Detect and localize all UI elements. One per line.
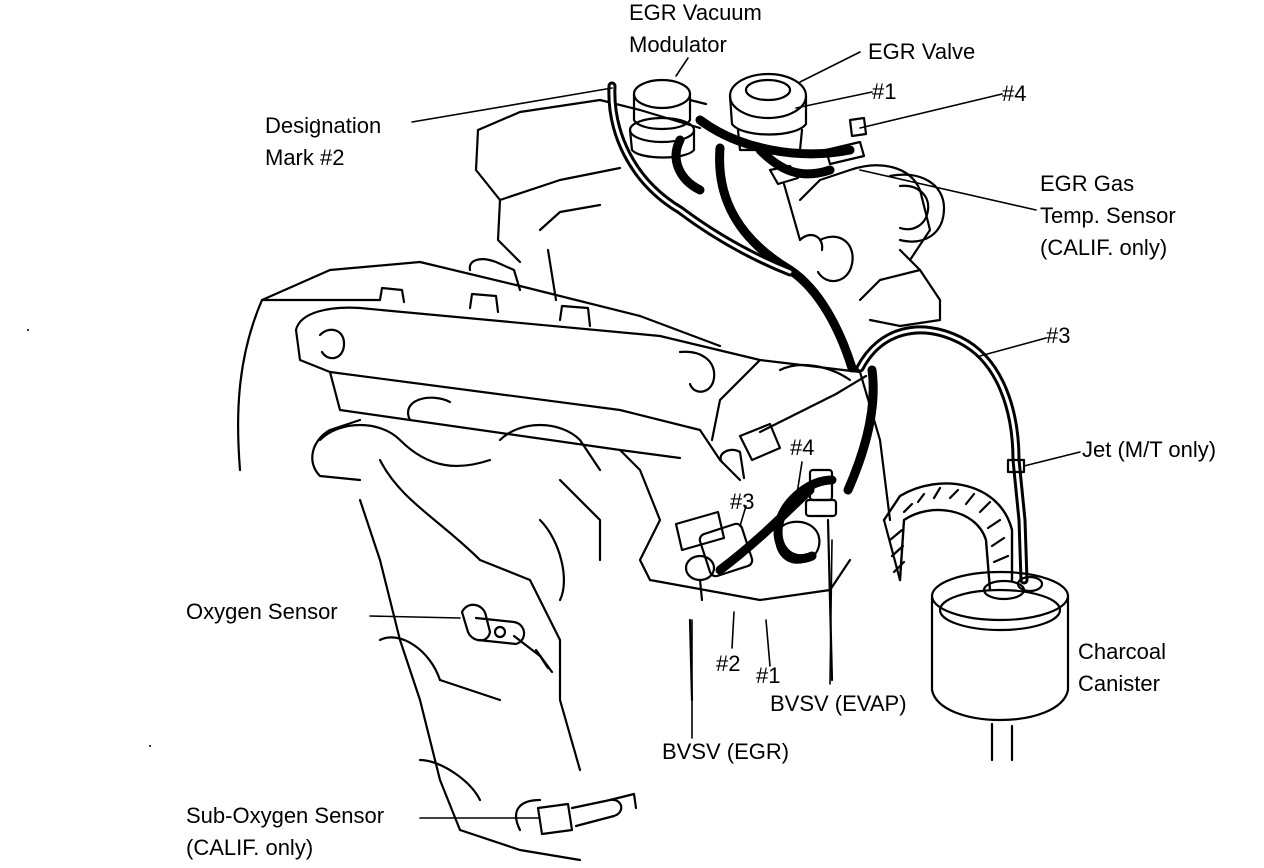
label-egr-valve: EGR Valve [868,39,976,64]
charcoal-canister [930,570,1070,762]
bvsv-connector [719,374,868,480]
label-egr-gas-temp-line3: (CALIF. only) [1040,234,1168,260]
label-sub-oxygen-sensor: Sub-Oxygen Sensor (CALIF. only) [186,800,384,864]
bvsv-egr [674,510,754,702]
label-egr-vacuum-modulator: EGR Vacuum Modulator [629,0,762,61]
label-mid-hose-3: #3 [730,489,755,514]
label-sub-oxygen-line2: (CALIF. only) [186,834,314,860]
label-mid-hose-4: #4 [790,435,815,460]
label-charcoal-canister: Charcoal Canister [1078,636,1166,700]
label-egr-gas-temp-sensor: EGR Gas Temp. Sensor (CALIF. only) [1040,168,1176,264]
label-charcoal-canister-line2: Canister [1078,670,1160,696]
hose-cores [610,84,1026,582]
label-top-hose-1: #1 [872,79,897,104]
label-sub-oxygen-line1: Sub-Oxygen Sensor [186,803,385,828]
canister-hose [882,482,1014,592]
scan-specks [27,119,319,747]
leader-lines [369,51,1081,819]
label-designation-mark: Designation Mark #2 [265,110,381,174]
label-bvsv-evap: BVSV (EVAP) [770,691,907,716]
label-bvsv-egr: BVSV (EGR) [662,739,790,764]
label-egr-vacuum-modulator-line1: EGR Vacuum [629,0,762,25]
engine-block [236,98,946,602]
label-designation-mark-line2: Mark #2 [265,144,345,170]
label-egr-gas-temp-line2: Temp. Sensor [1040,202,1176,228]
label-oxygen-sensor: Oxygen Sensor [186,599,338,624]
label-egr-gas-temp-line1: EGR Gas [1040,171,1135,196]
egr-hose-fittings [768,116,868,252]
label-right-hose-3: #3 [1046,323,1071,348]
label-designation-mark-line1: Designation [265,113,382,138]
egr-vacuum-modulator [628,78,708,159]
oxygen-sensor [460,603,554,674]
label-egr-vacuum-modulator-line2: Modulator [629,31,727,57]
label-charcoal-canister-line1: Charcoal [1078,639,1167,664]
label-jet: Jet (M/T only) [1082,437,1217,462]
label-top-hose-4: #4 [1002,81,1027,106]
label-low-hose-2: #2 [716,651,741,676]
exhaust-manifold [318,423,582,862]
sub-oxygen-sensor [536,792,638,836]
bvsv-evap [775,468,838,682]
label-low-hose-1: #1 [756,663,781,688]
vacuum-hoses [607,81,1029,585]
